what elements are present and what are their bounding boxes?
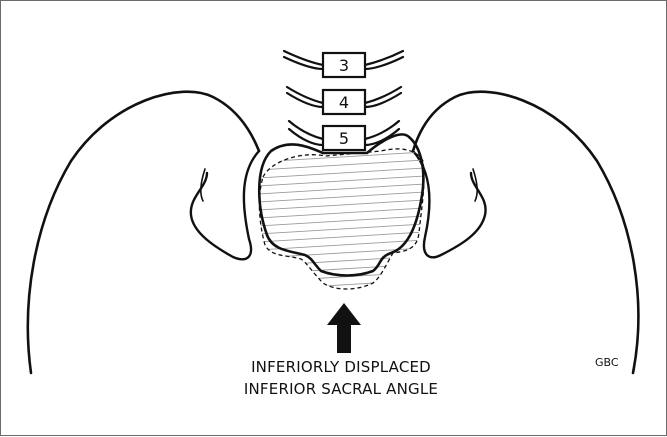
sacrum-hatching xyxy=(241,151,441,299)
vertebra-label-l5: 5 xyxy=(339,129,349,148)
caption-line-2: INFERIOR SACRAL ANGLE xyxy=(181,380,501,398)
vertebra-label-l3: 3 xyxy=(339,56,349,75)
artist-credit: GBC xyxy=(595,356,619,369)
vertebra-label-l4: 4 xyxy=(339,93,349,112)
left-sacroiliac-joint xyxy=(191,151,259,259)
arrow-up-icon xyxy=(327,303,361,353)
left-ilium xyxy=(28,92,259,373)
caption-line-1: INFERIORLY DISPLACED xyxy=(181,358,501,376)
right-ilium xyxy=(413,92,638,373)
